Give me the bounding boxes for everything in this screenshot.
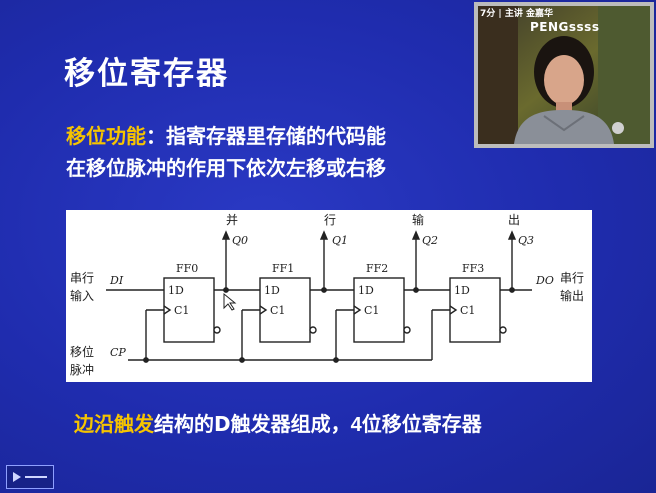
q-output-labels: Q0 Q1 Q2 Q3 [232,234,534,247]
ff0-label: FF0 [176,262,198,275]
summary-bits: 4 [350,414,362,436]
serial-in-label-2: 输入 [70,288,94,303]
video-watermark: PENGssss [530,20,600,34]
video-frame [478,6,650,144]
q1-label: Q1 [332,234,348,247]
video-header: 7分 | 主讲 金嘉华 [480,9,553,19]
top-label-3: 出 [508,213,520,227]
mouse-cursor-icon [223,292,237,311]
top-label-2: 输 [412,212,424,227]
flipflop-3: FF3 1D C1 [449,262,507,343]
clock-label-2: 脉冲 [70,362,94,377]
ff2-d-pin: 1D [358,284,374,297]
serial-out-label-2: 输出 [560,288,584,303]
definition-line-2: 在移位脉冲的作用下依次左移或右移 [66,156,386,180]
serial-in-label-1: 串行 [70,271,94,285]
lecturer-image [478,6,650,144]
definition-line-1: 移位功能：指寄存器里存储的代码能 [66,120,386,149]
definition-keyword: 移位功能 [66,124,146,148]
ff0-d-pin: 1D [168,284,184,297]
top-labels: 并 行 输 出 [226,212,520,227]
ff1-label: FF1 [272,262,294,275]
player-control-button[interactable] [6,465,54,489]
ff3-c-pin: C1 [460,304,475,317]
serial-in-signal: DI [109,274,124,287]
player-control-icon [13,472,47,482]
summary-keyword: 边沿触发 [74,412,154,436]
ff0-c-pin: C1 [174,304,189,317]
top-label-1: 行 [324,213,336,227]
serial-out-label-1: 串行 [560,271,584,285]
serial-out-signal: DO [535,274,554,287]
definition-text: ：指寄存器里存储的代码能 [146,124,386,148]
clock-wires [128,309,450,363]
q0-label: Q0 [232,234,248,247]
slide-title: 移位寄存器 [64,56,229,92]
q2-label: Q2 [422,234,438,247]
summary-text: 结构的D触发器组成， [154,412,351,436]
flipflop-2: FF2 1D C1 [353,262,411,343]
lecturer-video: 7分 | 主讲 金嘉华 PENGssss [474,2,654,148]
ff1-c-pin: C1 [270,304,285,317]
edge-labels: 串行 输入 DI DO 串行 输出 移位 脉冲 CP [70,271,584,377]
q3-label: Q3 [518,234,534,247]
circuit-svg: 并 行 输 出 Q0 Q1 Q2 Q3 [70,212,584,377]
clock-label-1: 移位 [70,344,94,359]
ff3-d-pin: 1D [454,284,470,297]
ff2-c-pin: C1 [364,304,379,317]
ff1-d-pin: 1D [264,284,280,297]
top-label-0: 并 [226,213,238,227]
shift-register-diagram: 并 行 输 出 Q0 Q1 Q2 Q3 [66,210,592,382]
ff2-label: FF2 [366,262,388,275]
clock-signal: CP [110,346,126,359]
q-output-wires [221,230,517,290]
summary-end: 位移位寄存器 [361,412,482,436]
flipflop-1: FF1 1D C1 [259,262,317,343]
ff3-label: FF3 [462,262,484,275]
summary-line: 边沿触发结构的D触发器组成，4位移位寄存器 [74,408,482,437]
data-chain-wires [106,287,532,293]
flipflop-0: FF0 1D C1 [163,262,221,343]
